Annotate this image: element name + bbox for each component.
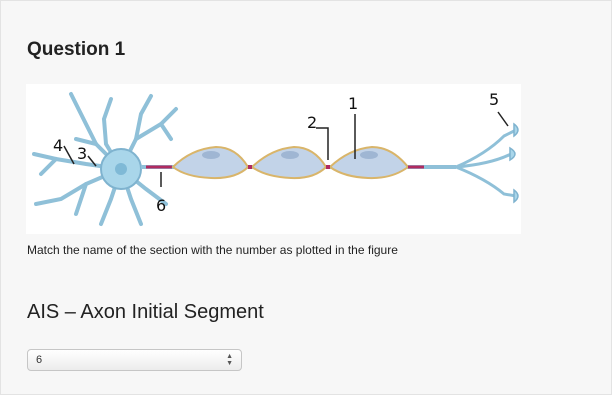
- label-2: 2: [307, 113, 317, 132]
- terminal-boutons: [509, 122, 519, 204]
- label-5: 5: [489, 90, 499, 109]
- nucleus: [115, 163, 127, 175]
- neuron-figure: 1 2 3 4 5 6: [26, 84, 521, 234]
- myelin-sheaths: [171, 145, 410, 180]
- question-title: Question 1: [27, 39, 126, 60]
- label-1: 1: [348, 94, 358, 113]
- label-4: 4: [53, 136, 63, 155]
- up-down-arrows-icon: ▲▼: [226, 353, 233, 367]
- label-6: 6: [156, 196, 166, 215]
- match-item-heading: AIS – Axon Initial Segment: [27, 301, 264, 323]
- question-instruction: Match the name of the section with the n…: [27, 243, 398, 257]
- label-3: 3: [77, 144, 87, 163]
- neuron-diagram: 1 2 3 4 5 6: [32, 90, 519, 226]
- select-value: 6: [36, 354, 43, 366]
- axon-terminals: [455, 128, 517, 198]
- answer-select[interactable]: 6 ▲▼: [27, 349, 242, 371]
- label-pointers: [63, 111, 509, 187]
